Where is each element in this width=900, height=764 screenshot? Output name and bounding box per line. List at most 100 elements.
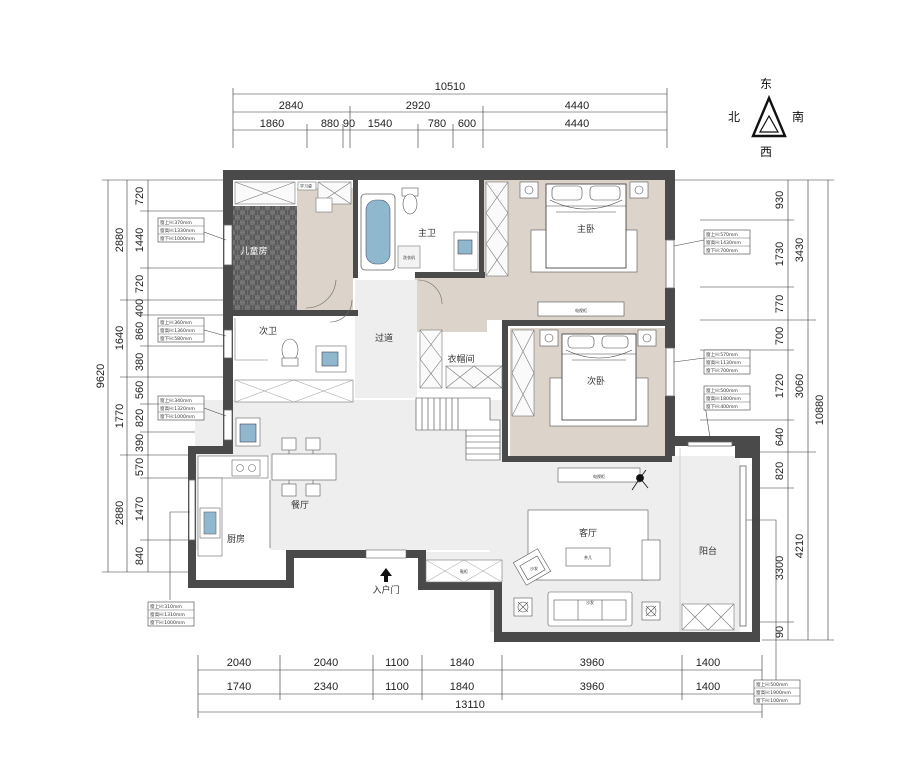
master-entry-floor: [415, 278, 487, 332]
dim-top-total: 10510: [435, 81, 466, 93]
dim-left-r1-0: 2880: [114, 228, 126, 252]
note-balcony-top-0: 窗上H:500mm: [706, 387, 738, 394]
laundry-box: [397, 245, 421, 269]
note-left-mid-2: 窗下H:1000mm: [160, 413, 195, 420]
window-note-second: 窗上H:570mm 窗高H:1130mm 窗下H:700mm: [673, 349, 751, 375]
child-door-swing: [305, 279, 337, 309]
tv-cabinet-second-label: 电视柜: [593, 473, 605, 479]
dim-right-r2-1: 1730: [774, 242, 786, 266]
entrance-opening: [365, 549, 407, 559]
bathtub: [360, 193, 396, 271]
balcony-cabinet: [681, 603, 735, 631]
second-bed: [549, 333, 649, 427]
note-master-0: 窗上H:570mm: [706, 231, 738, 238]
corridor-floor: [355, 280, 417, 398]
dim-bot-r1-5: 1400: [696, 657, 720, 669]
dim-left-r2-2: 720: [134, 275, 146, 293]
side-table-lamps: [513, 597, 661, 621]
note-child-2: 窗下H:1000mm: [160, 235, 195, 242]
left-dimension-labels: 9620 2880 1640 1770 2880 720 1440 720 40…: [95, 187, 146, 565]
room-dining: 餐厅: [291, 499, 309, 511]
desk-label: 学习桌: [300, 183, 312, 189]
master-wardrobe: [485, 181, 509, 277]
floor-lamp-icon: [631, 469, 649, 491]
dim-left-r1-2: 1770: [114, 404, 126, 428]
note-left-mid-0: 窗上H:340mm: [160, 397, 192, 404]
window-note-balcony-bottom: 窗上H:500mm 窗高H:1900mm 窗下H:100mm: [746, 519, 801, 705]
note-balcony-bottom-2: 窗下H:100mm: [756, 697, 788, 704]
coffee-table-label: 茶几: [584, 554, 592, 560]
room-cloakroom: 衣帽间: [447, 353, 474, 365]
compass-south: 南: [792, 109, 804, 124]
bath-door-swing: [417, 279, 443, 305]
second-nightstands: [539, 329, 657, 347]
compass-east: 东: [760, 77, 772, 91]
note-second-0: 窗上H:570mm: [706, 351, 738, 358]
dim-left-r2-1: 1440: [134, 228, 146, 252]
shoe-cabinet: [234, 379, 354, 403]
compass-triangle-icon: [751, 94, 787, 138]
master-nightstands: [519, 181, 649, 199]
dim-left-r2-3: 400: [134, 299, 146, 317]
note-master-1: 窗高H:1430mm: [706, 239, 741, 246]
dim-right-r2-6: 820: [774, 462, 786, 480]
top-dimensions: [232, 88, 668, 148]
dim-right-r2-8: 90: [774, 626, 786, 638]
sofa-main-label: 沙发: [586, 599, 594, 605]
tv-cabinet-master: [537, 301, 625, 317]
child-room-floor: [233, 206, 297, 310]
dim-bot-r1-4: 3960: [580, 657, 604, 669]
note-child-1: 窗高H:1330mm: [160, 227, 195, 234]
window-note-child: 窗上H:370mm 窗高H:1330mm 窗下H:1000mm: [157, 217, 227, 243]
fridge: [235, 417, 261, 447]
room-second-bed: 次卧: [587, 375, 605, 387]
note-balcony-top-1: 窗高H:1800mm: [706, 395, 741, 402]
dim-top-r2-4: 780: [428, 118, 446, 130]
laundry-label: 洗衣机: [403, 254, 415, 260]
dim-top-r1-0: 2840: [279, 100, 303, 112]
coffee-table: [565, 547, 611, 567]
dim-right-r2-4: 1720: [774, 374, 786, 398]
dim-top-r2-5: 600: [458, 118, 476, 130]
staircase: [415, 397, 501, 461]
note-kitchen-2: 窗下H:1000mm: [150, 619, 185, 626]
note-second-2: 窗下H:700mm: [706, 367, 738, 374]
note-master-2: 窗下H:700mm: [706, 247, 738, 254]
dim-bot-r2-3: 1840: [450, 681, 474, 693]
toilet-second: [281, 338, 299, 367]
room-entrance: 入户门: [372, 584, 399, 596]
dim-right-total: 10880: [814, 395, 826, 426]
dim-right-r1-1: 3060: [794, 374, 806, 398]
window-note-bath2: 窗上H:360mm 窗高H:1360mm 窗下H:580mm: [157, 317, 227, 343]
dim-left-r2-11: 840: [134, 547, 146, 565]
note-child-0: 窗上H:370mm: [160, 219, 192, 226]
shower-area: [234, 318, 268, 361]
dim-left-total: 9620: [95, 364, 107, 388]
note-bath2-2: 窗下H:580mm: [160, 335, 192, 342]
right-dimension-labels: 10880 3430 3060 4210 930 1730 770 700 17…: [774, 191, 826, 638]
tv-cabinet-master-label: 电视柜: [575, 307, 587, 313]
dining-set: [271, 437, 337, 497]
note-second-1: 窗高H:1130mm: [706, 359, 741, 366]
master-bed: [530, 183, 638, 273]
dim-left-r2-5: 380: [134, 353, 146, 371]
dim-top-r2-0: 1860: [260, 118, 284, 130]
sink-master: [453, 231, 479, 271]
room-kitchen: 厨房: [227, 533, 245, 545]
dim-top-r1-1: 2920: [406, 100, 430, 112]
dim-bot-r1-3: 1840: [450, 657, 474, 669]
window-note-left-mid: 窗上H:340mm 窗高H:1320mm 窗下H:1000mm: [157, 395, 227, 421]
dim-bot-total: 13110: [455, 699, 485, 711]
dim-bot-r2-4: 3960: [580, 681, 604, 693]
right-dimensions: [672, 179, 834, 641]
dim-top-r1-2: 4440: [565, 100, 589, 112]
dim-bot-r2-1: 2340: [314, 681, 338, 693]
dim-top-r2-2: 90: [343, 118, 355, 130]
note-kitchen-0: 窗上H:310mm: [150, 603, 182, 610]
dim-bot-r2-0: 1740: [227, 681, 251, 693]
room-second-bath: 次卫: [259, 325, 277, 337]
window-note-master: 窗上H:570mm 窗高H:1430mm 窗下H:700mm: [673, 229, 751, 255]
toilet-master: [401, 187, 419, 215]
note-balcony-bottom-1: 窗高H:1900mm: [756, 689, 791, 696]
